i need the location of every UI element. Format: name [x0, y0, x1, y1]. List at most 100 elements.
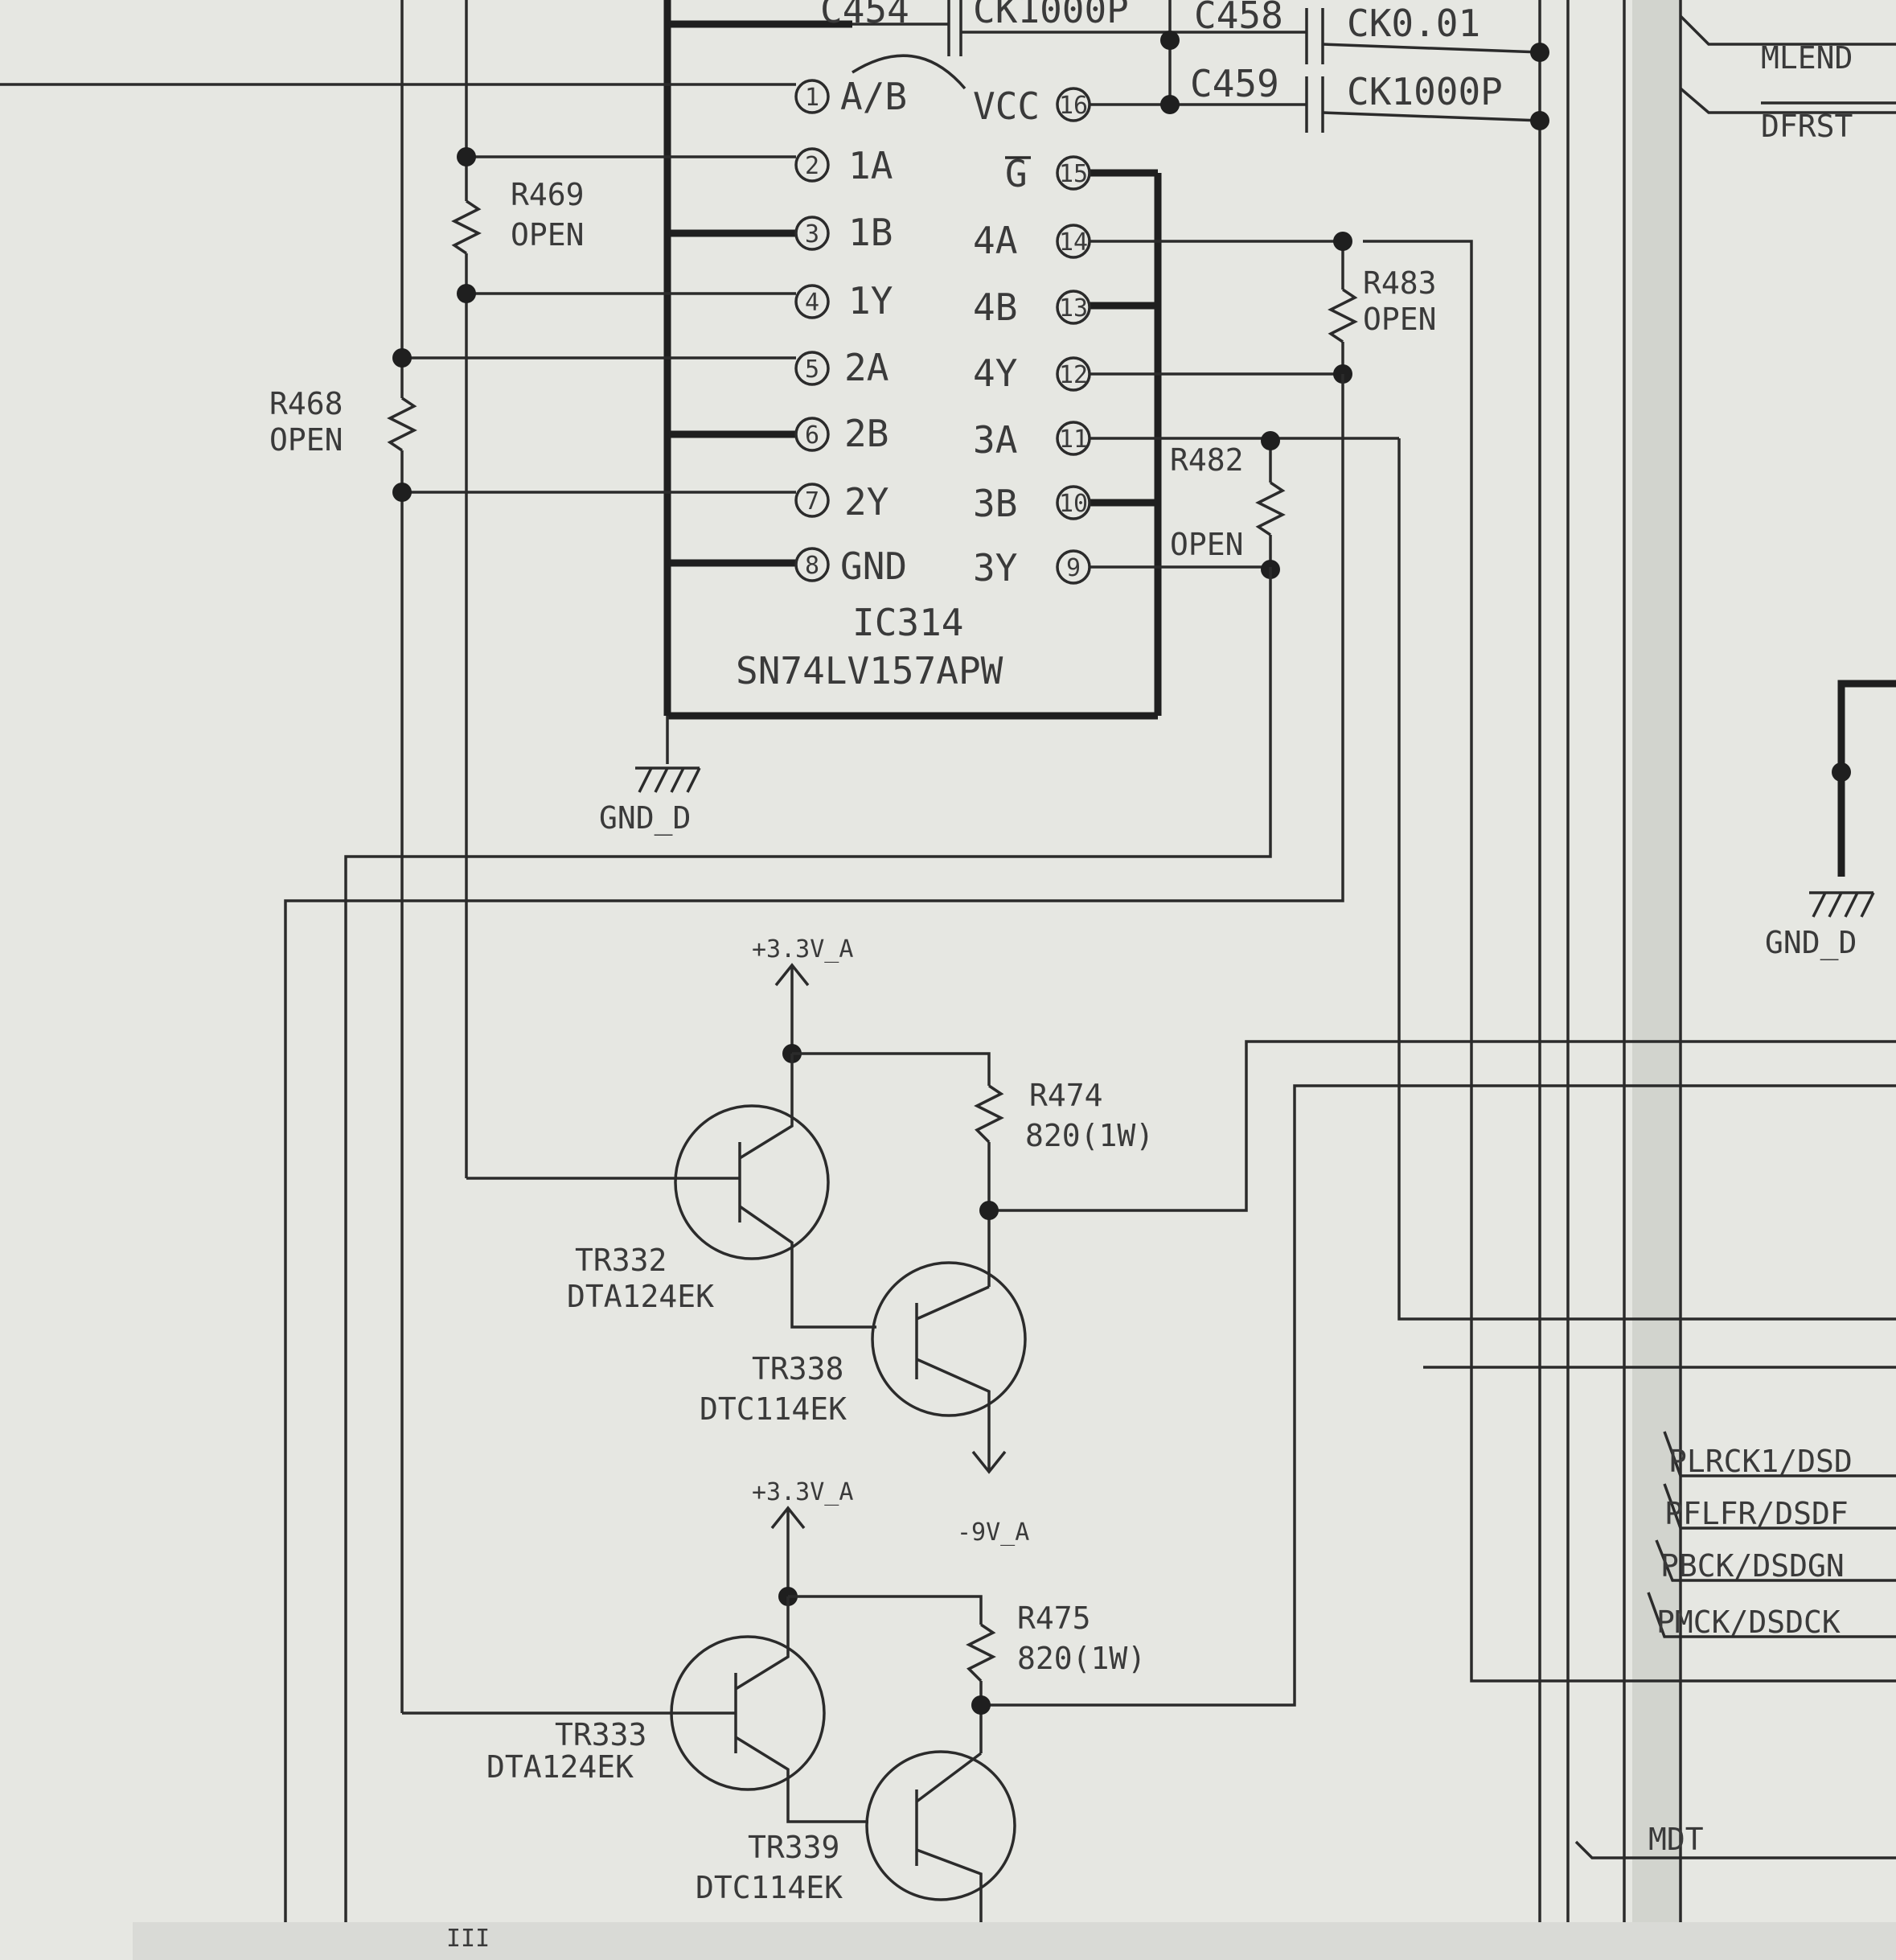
transistor-body [670, 1635, 826, 1791]
resistor-zigzag [1255, 481, 1286, 536]
power-label: -9V_A [957, 1518, 1029, 1547]
signal-tab [1663, 1431, 1896, 1477]
ic-pin-16: 16 VCC [852, 54, 1174, 128]
vcc-arc [852, 54, 966, 90]
signal-mlend: MLEND [1761, 40, 1853, 76]
pin-number: 4 [805, 289, 819, 317]
power-label: +3.3V_A [752, 1478, 853, 1506]
capacitor-c459: C459 CK1000P [1170, 62, 1541, 133]
emitter-wire [735, 1596, 790, 1691]
transistor-body [871, 1261, 1027, 1417]
scrollbar-grip[interactable]: III [446, 1925, 490, 1953]
emitter-wire [739, 1054, 794, 1160]
collector-wire [915, 1752, 983, 1803]
pin-number: 16 [1059, 92, 1088, 120]
ground-wire [1837, 680, 1896, 877]
power-wire [792, 1052, 991, 1086]
pin-marker [794, 483, 830, 518]
transistor-part: DTA124EK [486, 1749, 634, 1785]
cap-value: CK1000P [973, 0, 1129, 31]
ic-left-pins: 1 A/B 2 1A 3 1B 4 1Y 5 2A 6 [0, 75, 907, 588]
power-wire [788, 1595, 983, 1625]
pin-name: VCC [973, 84, 1040, 128]
pin-name: 4B [973, 286, 1017, 329]
ic-pin-1: 1 A/B [0, 75, 907, 118]
ground-label: GND_D [599, 800, 691, 836]
resistor-r474: R474 820(1W) [974, 1078, 1154, 1287]
pin-marker [1056, 485, 1091, 520]
horizontal-scrollbar[interactable] [133, 1922, 1896, 1960]
resistor-zigzag [387, 397, 417, 452]
signal-tab [1655, 1539, 1896, 1582]
transistor-part: DTC114EK [696, 1870, 843, 1905]
pin-number: 11 [1059, 425, 1088, 454]
signal-labels: MLEND DFRST PLRCK1/DSD PFLFR/DSDF PBCK/D… [1574, 14, 1896, 1859]
junction-dot [1530, 111, 1549, 130]
ground-symbol-right: GND_D [1765, 680, 1896, 961]
collector-wire [735, 1736, 868, 1823]
resistor-r482: R482 OPEN [1170, 431, 1286, 579]
junction-dot [1530, 43, 1549, 62]
ic-pin-6: 6 2B [794, 412, 888, 455]
pin-name: 2B [844, 412, 888, 455]
junction-dot [1261, 431, 1280, 450]
junction-dot [392, 348, 412, 368]
capacitor-c454: C454 CK1000P [820, 0, 1170, 56]
pin-marker [1056, 87, 1091, 122]
signal-tab [1663, 1483, 1896, 1530]
pin-number: 7 [805, 487, 819, 516]
resistor-ref: R482 [1170, 442, 1244, 478]
pin-marker [794, 216, 830, 251]
transistor-part: DTA124EK [567, 1279, 714, 1314]
pin-marker [1056, 224, 1091, 259]
junction-dot [457, 147, 476, 166]
ic-pin-14: 14 4A [973, 219, 1343, 262]
transistor-tr339: TR339 DTC114EK [696, 1750, 1016, 1960]
ic314: IC314 SN74LV157APW [663, 0, 1162, 764]
junction-dot [1333, 232, 1352, 251]
ground-label: GND_D [1765, 925, 1857, 961]
transistor-tr332: TR332 DTA124EK [567, 1054, 876, 1329]
pin-marker [794, 284, 830, 319]
pin-marker [1056, 155, 1091, 191]
pin-number: 1 [805, 84, 819, 112]
pin-number: 12 [1059, 361, 1088, 389]
resistor-zigzag [451, 199, 482, 255]
transistor-ref: TR339 [748, 1830, 839, 1865]
route-wire [981, 1084, 1896, 1707]
signal-tab [1679, 87, 1896, 114]
cap-wire [1322, 43, 1541, 54]
resistor-value: OPEN [1170, 527, 1244, 562]
resistor-value: OPEN [269, 422, 343, 458]
ic-part-label: SN74LV157APW [736, 649, 1003, 692]
pin-name: 3A [973, 418, 1017, 462]
junction-dot [971, 1695, 991, 1715]
transistor-ref: TR338 [752, 1351, 843, 1387]
ic-pin-2: 2 1A [466, 144, 893, 187]
ic-pin-11: 11 3A [973, 418, 1399, 462]
pin-name: 1Y [848, 279, 893, 323]
pin-number: 9 [1066, 554, 1081, 582]
resistor-zigzag [974, 1084, 1004, 1144]
resistor-r468: R468 OPEN [269, 0, 417, 1713]
pin-number: 13 [1059, 294, 1088, 323]
pin-marker [794, 547, 830, 582]
cap-ref: C458 [1194, 0, 1283, 37]
junction-dot [1160, 31, 1180, 50]
pin-name: 4Y [973, 351, 1017, 395]
ground-hatch [1844, 892, 1859, 918]
junction-dot [1832, 762, 1851, 782]
pin-number: 5 [805, 355, 819, 384]
pin-name: GND [840, 544, 907, 588]
pin-name: 1B [848, 211, 893, 254]
route-wire [284, 374, 1344, 1960]
pin-name: 3Y [973, 546, 1017, 590]
signal-tab [1679, 14, 1896, 46]
ic-pin-4: 4 1Y [466, 279, 893, 323]
signal-tab [1574, 1840, 1896, 1859]
cap-wire [1322, 111, 1541, 122]
ic-pin-10: 10 3B [973, 482, 1091, 525]
pin-name: 2A [844, 346, 888, 389]
ic-pin-9: 9 3Y [973, 546, 1270, 590]
